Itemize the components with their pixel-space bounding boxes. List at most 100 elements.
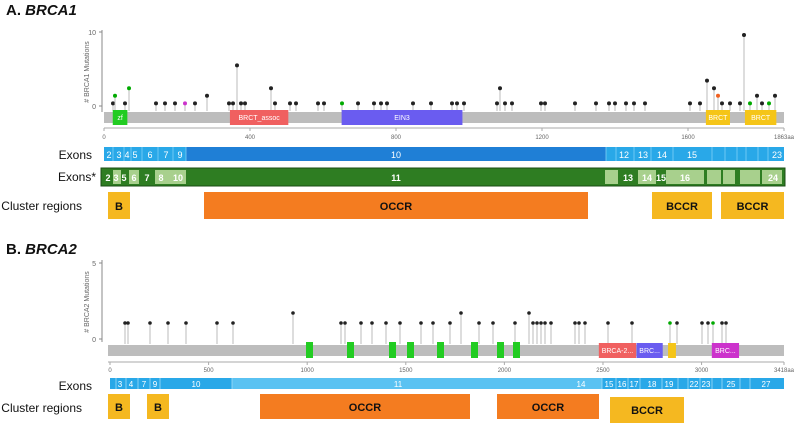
panel-a-mutation-dot bbox=[231, 101, 235, 106]
panel-b-cluster-box bbox=[497, 394, 599, 419]
panel-b-brc-repeat bbox=[497, 342, 504, 358]
panel-a-mutation-dot bbox=[356, 101, 360, 106]
panel-a-mutation-dot bbox=[235, 63, 239, 68]
panel-a-mutation-dot bbox=[294, 101, 298, 106]
panel-a-exon-star-label: 10 bbox=[173, 173, 183, 183]
panel-b-brc-repeat bbox=[471, 342, 478, 358]
panel-b-exon-label: 22 bbox=[690, 380, 699, 389]
panel-b-mutation-dot bbox=[527, 311, 531, 315]
panel-b-brc-repeat bbox=[389, 342, 396, 358]
panel-a-ylabel: # BRCA1 Mutations bbox=[84, 41, 91, 103]
panel-b-protein-backbone bbox=[108, 345, 784, 356]
panel-b-mutation-dot bbox=[231, 321, 235, 325]
panel-b-exons-label: Exons bbox=[58, 379, 92, 393]
panel-a-mutation-dot bbox=[748, 101, 752, 106]
panel-a-gene: BRCA1 bbox=[25, 2, 77, 19]
panel-a-mutation-dot bbox=[243, 101, 247, 106]
panel-a-exon-star-label: 7 bbox=[144, 173, 149, 183]
panel-a-mutation-dot bbox=[498, 86, 502, 91]
panel-b-cluster-box bbox=[108, 394, 130, 419]
panel-a-mutation-dot bbox=[385, 101, 389, 106]
panel-b-brc-repeat bbox=[513, 342, 520, 358]
panel-a-exons-label: Exons bbox=[58, 148, 92, 162]
panel-a-exon-star-block bbox=[104, 170, 113, 184]
panel-b-domain-label: BRC... bbox=[715, 348, 736, 355]
panel-a-mutation-dot bbox=[643, 101, 647, 106]
panel-b-cluster-box bbox=[260, 394, 470, 419]
panel-a-mutation-dot bbox=[539, 101, 543, 106]
panel-b-ylabel: # BRCA2 Mutations bbox=[84, 271, 91, 333]
panel-b-mutation-dot bbox=[398, 321, 402, 325]
panel-a-exon-label: 13 bbox=[638, 150, 648, 160]
panel-b-plot: 5 0 # BRCA2 Mutations BRCA-2...BRC...BRC… bbox=[84, 260, 795, 374]
panel-a-domain bbox=[705, 110, 730, 125]
panel-a-exons-star-label: Exons* bbox=[57, 170, 96, 184]
panel-a-exon-label: 15 bbox=[687, 150, 697, 160]
panel-a-mutation-dot bbox=[760, 101, 764, 106]
panel-a-mutation-dot bbox=[767, 101, 771, 106]
panel-b-domains: BRCA-2...BRC...BRC... bbox=[598, 343, 740, 358]
panel-a-mutation-dot bbox=[632, 101, 636, 106]
panel-a-exon-star-block bbox=[168, 170, 186, 184]
panel-b-mutation-dot bbox=[668, 321, 672, 325]
panel-a-mutation-dot bbox=[712, 86, 716, 91]
panel-b-cluster-label: B bbox=[154, 402, 162, 414]
panel-a-mutation-dot bbox=[624, 101, 628, 106]
panel-a-mutation-dot bbox=[613, 101, 617, 106]
panel-a-mutation-dot bbox=[288, 101, 292, 106]
panel-b-exon-label: 14 bbox=[577, 380, 586, 389]
panel-b-mutation-dot bbox=[535, 321, 539, 325]
panel-a-domain-label: BRCT bbox=[751, 115, 771, 122]
panel-b-mutation-dot bbox=[419, 321, 423, 325]
panel-a-mutation-dot bbox=[573, 101, 577, 106]
panel-a-exon-label: 9 bbox=[177, 150, 182, 160]
panel-b-mutation-dot bbox=[123, 321, 127, 325]
panel-b-exon-label: 25 bbox=[727, 380, 736, 389]
panel-a-exon-label: 23 bbox=[772, 150, 782, 160]
panel-a-mutation-dot bbox=[193, 101, 197, 106]
panel-a-exon-label: 3 bbox=[116, 150, 121, 160]
panel-a-xtick-label: 0 bbox=[102, 135, 106, 141]
panel-b-mutation-dot bbox=[577, 321, 581, 325]
panel-a-mutation-dot bbox=[450, 101, 454, 106]
panel-a-mutation-dot bbox=[688, 101, 692, 106]
panel-b-mutation-dot bbox=[630, 321, 634, 325]
panel-a-mutation-dot bbox=[154, 101, 158, 106]
panel-a-mutation-dot bbox=[742, 33, 746, 37]
panel-b-ytick-min: 0 bbox=[92, 337, 96, 344]
panel-a-exon-star-label: 5 bbox=[121, 173, 126, 183]
panel-b-xtick-label: 0 bbox=[108, 368, 112, 374]
panel-b-mutation-dot bbox=[215, 321, 219, 325]
panel-b-title: B. BRCA2 bbox=[6, 241, 77, 258]
panel-a-mutation-dot bbox=[462, 101, 466, 106]
panel-a-exon-star-block bbox=[666, 170, 704, 184]
panel-a-exon-star-label: 11 bbox=[391, 173, 401, 183]
panel-b-mutation-dot bbox=[700, 321, 704, 325]
panel-a-domain-label: BRCT_assoc bbox=[239, 115, 281, 122]
panel-b-mutation-dot bbox=[184, 321, 188, 325]
panel-b-mutation-dot bbox=[148, 321, 152, 325]
panel-b-mutation-dot bbox=[539, 321, 543, 325]
panel-a-mutation-dot bbox=[123, 101, 127, 106]
panel-a-exon-label: 4 bbox=[124, 150, 129, 160]
panel-a-mutation-dot bbox=[269, 86, 273, 91]
panel-b-domain bbox=[636, 343, 663, 358]
panel-a-mutation-dot bbox=[183, 101, 187, 106]
panel-a-exon-star-block bbox=[605, 170, 618, 184]
panel-a-exon-label: 7 bbox=[163, 150, 168, 160]
panel-b-cluster-label: OCCR bbox=[349, 402, 381, 414]
panel-b-mutation-dot bbox=[291, 311, 295, 315]
panel-a-cluster-label: Cluster regions bbox=[1, 199, 82, 213]
panel-a-cluster-box bbox=[652, 192, 712, 219]
panel-b-mutation-stems bbox=[123, 311, 728, 344]
panel-a-domain bbox=[341, 110, 463, 125]
panel-a-mutation-dot bbox=[127, 86, 131, 91]
panel-a-title: A. BRCA1 bbox=[6, 2, 77, 19]
panel-a-exon-label: 6 bbox=[147, 150, 152, 160]
panel-a-exon-star-block bbox=[740, 170, 760, 184]
panel-a-mutation-dot bbox=[773, 93, 777, 98]
panel-b-brc-repeat bbox=[306, 342, 313, 358]
panel-a-mutation-dot bbox=[273, 101, 277, 106]
